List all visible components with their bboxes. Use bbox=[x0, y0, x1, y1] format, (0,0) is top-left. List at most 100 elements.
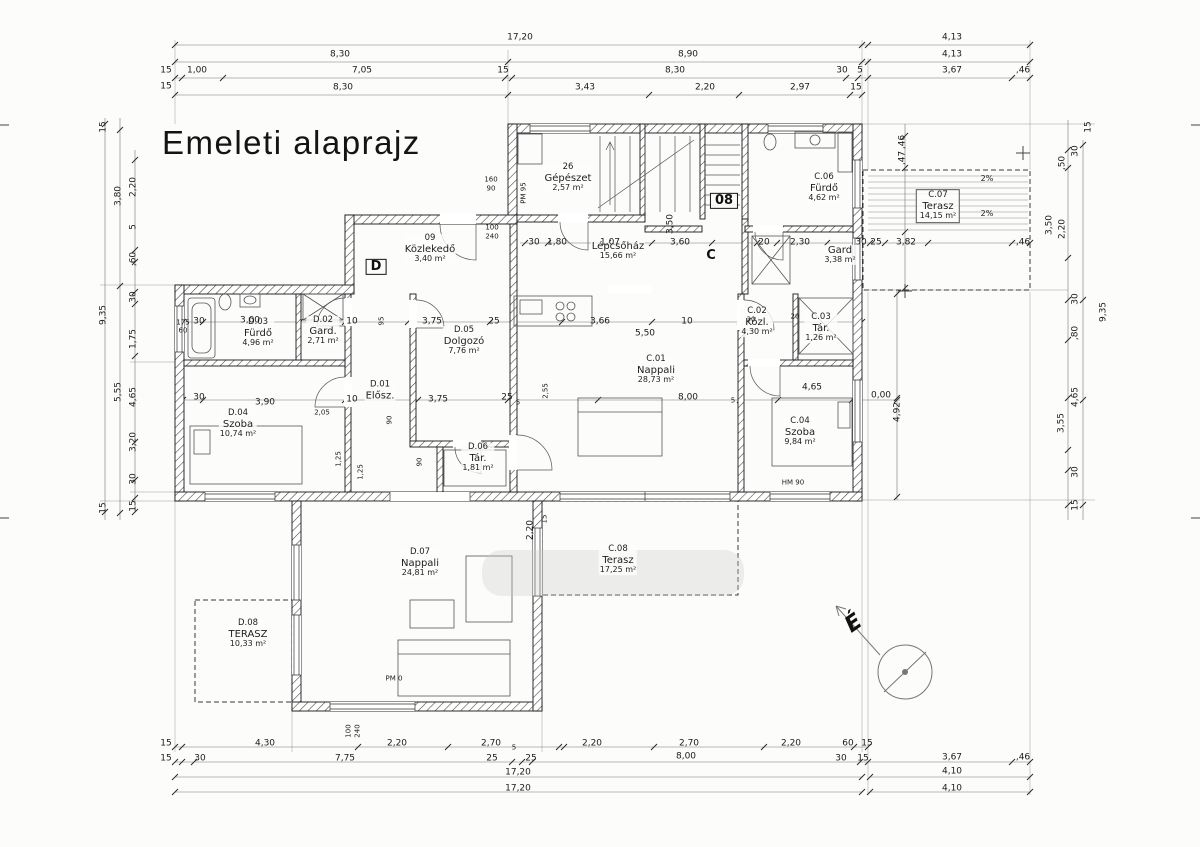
dim-label: ,80 bbox=[1070, 325, 1081, 341]
dim-label: 30 bbox=[128, 291, 139, 303]
dim-label: 5 bbox=[128, 224, 139, 230]
dim-label: 9,35 bbox=[98, 304, 109, 326]
dim-label: 20 bbox=[758, 237, 770, 248]
dim-label: 17,20 bbox=[507, 32, 533, 43]
dim-label: 20 bbox=[790, 312, 800, 321]
dim-label: 3,75 bbox=[421, 316, 443, 327]
dim-label: 7,05 bbox=[351, 65, 373, 76]
dim-label: 8,30 bbox=[332, 82, 354, 93]
dim-label: 15 bbox=[128, 500, 139, 512]
dim-label: 10 bbox=[346, 316, 358, 327]
dim-label: 2,20 bbox=[128, 176, 139, 198]
marker-c: C bbox=[706, 247, 716, 264]
dim-label: 25 bbox=[486, 753, 498, 764]
dim-label: 8,00 bbox=[675, 751, 697, 762]
dim-label: 2,70 bbox=[480, 738, 502, 749]
dim-label: 4,65 bbox=[801, 382, 823, 393]
dim-label: 1,25 bbox=[356, 464, 365, 480]
dim-label: 15 bbox=[497, 65, 509, 76]
dim-label: 7,75 bbox=[334, 753, 356, 764]
dim-label: 15 bbox=[1083, 121, 1094, 133]
dim-label: 30 bbox=[746, 315, 756, 324]
dim-label: 30 bbox=[1070, 293, 1081, 305]
dim-label: 2,20 bbox=[1057, 218, 1068, 240]
dim-label: 3,67 bbox=[941, 65, 963, 76]
dim-label: 4,10 bbox=[941, 783, 963, 794]
windows-layer bbox=[175, 124, 862, 711]
staircase bbox=[597, 136, 740, 212]
dim-label: 60 bbox=[842, 738, 854, 749]
dim-label: 30 bbox=[528, 237, 540, 248]
dim-label: 60 bbox=[178, 326, 188, 335]
dim-label: 15 bbox=[160, 753, 172, 764]
dim-label: PM 0 bbox=[385, 674, 403, 683]
dim-label: 4,13 bbox=[941, 32, 963, 43]
dim-label: 3,67 bbox=[941, 752, 963, 763]
dim-label: 8,90 bbox=[677, 49, 699, 60]
dim-label: 30 bbox=[194, 753, 206, 764]
dim-label: 1,25 bbox=[334, 451, 343, 467]
dim-label: 3,43 bbox=[574, 82, 596, 93]
dim-label: ,47 bbox=[897, 150, 908, 166]
drawing-title: Emeleti alaprajz bbox=[162, 124, 421, 161]
dim-label: 30 bbox=[193, 392, 205, 403]
dim-label: ,46 bbox=[1015, 237, 1031, 248]
dim-label: ,46 bbox=[1015, 65, 1031, 76]
dim-label: 15 bbox=[540, 514, 549, 524]
dimension-lines bbox=[104, 44, 1084, 793]
dim-label: 2,55 bbox=[541, 383, 550, 399]
dim-label: 15 bbox=[857, 753, 869, 764]
dim-label: 30 bbox=[855, 237, 867, 248]
dim-label: 30 bbox=[128, 473, 139, 485]
dim-label: 90 bbox=[415, 457, 424, 467]
dim-label: 2% bbox=[980, 209, 994, 218]
dim-label: 1,80 bbox=[546, 237, 568, 248]
dim-label: 10 bbox=[681, 316, 693, 327]
dim-label: 2,70 bbox=[678, 738, 700, 749]
dim-label: 30 bbox=[193, 316, 205, 327]
dim-label: 175 bbox=[176, 318, 190, 327]
dim-label: 15 bbox=[98, 121, 109, 133]
dim-label: 90 bbox=[385, 415, 394, 425]
dim-label: 3,50 bbox=[1044, 214, 1055, 236]
dim-label: 10 bbox=[346, 394, 358, 405]
dim-label: 2,20 bbox=[525, 519, 536, 541]
marker-08: 08 bbox=[709, 192, 739, 210]
dim-label: 15 bbox=[850, 82, 862, 93]
dim-label: 3,00 bbox=[239, 315, 261, 326]
dim-label: PM 95 bbox=[519, 182, 528, 204]
dim-label: 2,20 bbox=[780, 738, 802, 749]
dim-label: 95 bbox=[377, 316, 386, 326]
dim-label: 5,50 bbox=[634, 328, 656, 339]
dim-label: 100 bbox=[344, 724, 353, 738]
dim-label: ,46 bbox=[897, 134, 908, 150]
dim-label: 4,65 bbox=[1070, 386, 1081, 408]
dim-label: 1,75 bbox=[128, 328, 139, 350]
dim-label: 100 bbox=[485, 223, 499, 232]
dim-label: 25 bbox=[501, 392, 513, 403]
dim-label: ,60 bbox=[128, 251, 139, 267]
dim-label: 3,20 bbox=[128, 431, 139, 453]
dim-label: HM 90 bbox=[781, 478, 805, 487]
dim-label: 160 bbox=[484, 175, 498, 184]
dim-label: 15 bbox=[160, 65, 172, 76]
dim-label: ,50 bbox=[1057, 155, 1068, 171]
dim-label: 17,20 bbox=[505, 767, 531, 778]
dim-label: 3,66 bbox=[589, 316, 611, 327]
dim-label: 5 bbox=[511, 743, 517, 752]
dim-label: 240 bbox=[353, 724, 362, 738]
dim-label: 15 bbox=[861, 738, 873, 749]
dim-label: 17,20 bbox=[505, 783, 531, 794]
